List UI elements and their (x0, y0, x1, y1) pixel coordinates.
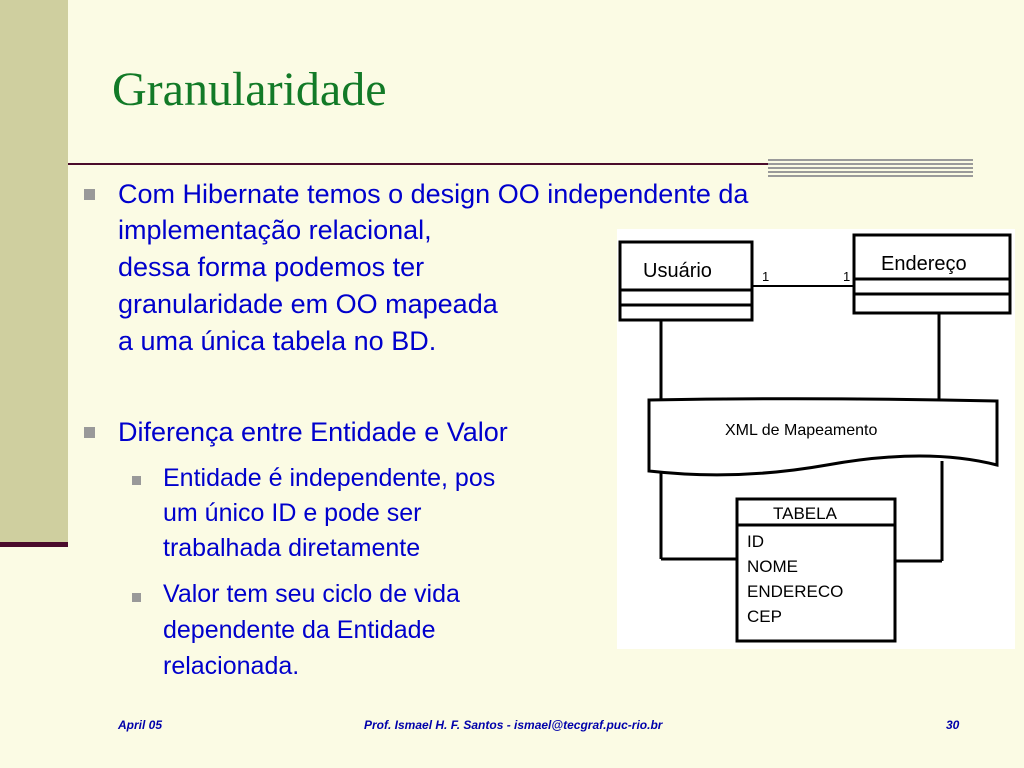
title-rule (68, 163, 768, 165)
multiplicity-left: 1 (762, 269, 769, 284)
bullet1-line2: implementação relacional, (118, 215, 432, 245)
tabela-column: ID (747, 532, 764, 551)
left-accent-bar (0, 542, 68, 547)
sub1-line3: trabalhada diretamente (163, 534, 421, 562)
tabela-column: ENDERECO (747, 582, 843, 601)
usuario-class-box (618, 240, 754, 322)
tabela-column: NOME (747, 557, 798, 576)
bullet1-line4: granularidade em OO mapeada (118, 289, 498, 319)
bullet2-text: Diferença entre Entidade e Valor (118, 417, 508, 447)
tabela-box (735, 497, 897, 643)
endereco-class-name: Endereço (881, 253, 967, 275)
mapping-diagram: Usuário Endereço 1 1 XML de Mapeamento T… (617, 229, 1015, 649)
sub1-line2: um único ID e pode ser (163, 499, 422, 527)
multiplicity-right: 1 (843, 269, 850, 284)
sub1-line1: Entidade é independente, pos (163, 464, 496, 492)
sub2-line2: dependente da Entidade (163, 616, 436, 644)
slide-title: Granularidade (112, 63, 387, 116)
title-rule-pattern (768, 159, 973, 178)
left-accent-band (0, 0, 68, 545)
bullet1-line5: a uma única tabela no BD. (118, 326, 437, 356)
bullet-square-icon (84, 189, 95, 200)
usuario-class-name: Usuário (643, 260, 712, 282)
xml-mapping-label: XML de Mapeamento (725, 422, 877, 439)
sub2-line3: relacionada. (163, 652, 300, 680)
footer-date: April 05 (118, 718, 163, 732)
xml-mapping-shape (647, 397, 999, 477)
bullet-square-icon (84, 427, 95, 438)
endereco-class-box (852, 233, 1012, 315)
tabela-column: CEP (747, 607, 782, 626)
bullet1-line1: Com Hibernate temos o design OO independ… (118, 179, 749, 209)
bullet1-line3: dessa forma podemos ter (118, 252, 425, 282)
tabela-name: TABELA (773, 504, 838, 523)
footer-page-number: 30 (946, 718, 960, 732)
sub2-line1: Valor tem seu ciclo de vida (163, 580, 460, 608)
mapping-diagram-svg: Usuário Endereço 1 1 XML de Mapeamento T… (618, 233, 1012, 643)
subbullet-square-icon (132, 476, 141, 485)
footer-author: Prof. Ismael H. F. Santos - ismael@tecgr… (364, 718, 663, 732)
subbullet-square-icon (132, 593, 141, 602)
